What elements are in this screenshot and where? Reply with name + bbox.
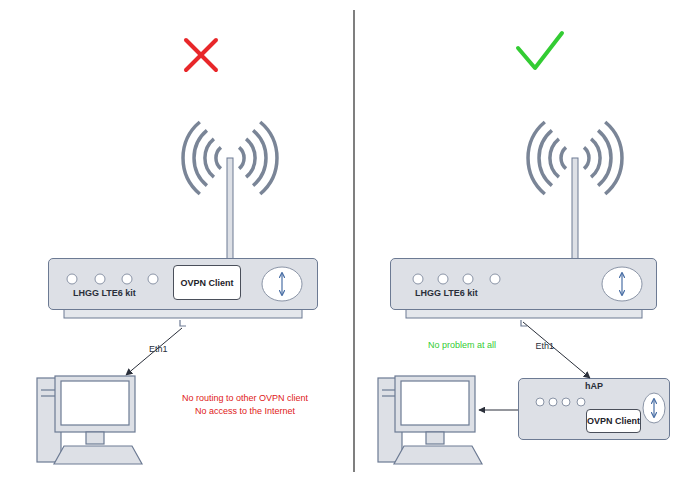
antenna-mast [572,158,578,259]
divider [353,10,355,472]
cross-mark [186,40,216,70]
note-text: No problem at all [428,340,496,350]
router-base [64,309,302,318]
port-label: Eth1 [536,341,555,351]
vpn-client-box: OVPN Client [586,409,641,433]
router-box: LHGG LTE6 kit [390,258,657,310]
node-text: hAP [519,381,669,391]
node-text: LHGG LTE6 kit [73,288,136,298]
node-text: OVPN Client [587,416,640,426]
node-text: LHGG LTE6 kit [415,288,478,298]
eth-port [180,320,186,326]
cable-arrow [126,328,182,375]
eth-port [521,320,527,326]
computer [378,376,482,464]
antenna-mast [227,158,233,259]
router-box: LHGG LTE6 kit OVPN Client [48,258,318,310]
note-text: No access to the Internet [195,406,295,416]
port-label: Eth1 [149,344,168,354]
status-leds [67,274,585,406]
check-mark [518,33,562,68]
note-text: No routing to other OVPN client [182,393,308,403]
cable-arrow [479,410,518,411]
router-base [406,309,642,318]
vpn-client-box: OVPN Client [173,265,241,300]
cable-arrow [523,322,590,378]
updown-button [262,267,665,423]
computer [37,376,142,464]
node-text: OVPN Client [180,278,233,288]
hap-box: hAP OVPN Client [518,378,670,440]
